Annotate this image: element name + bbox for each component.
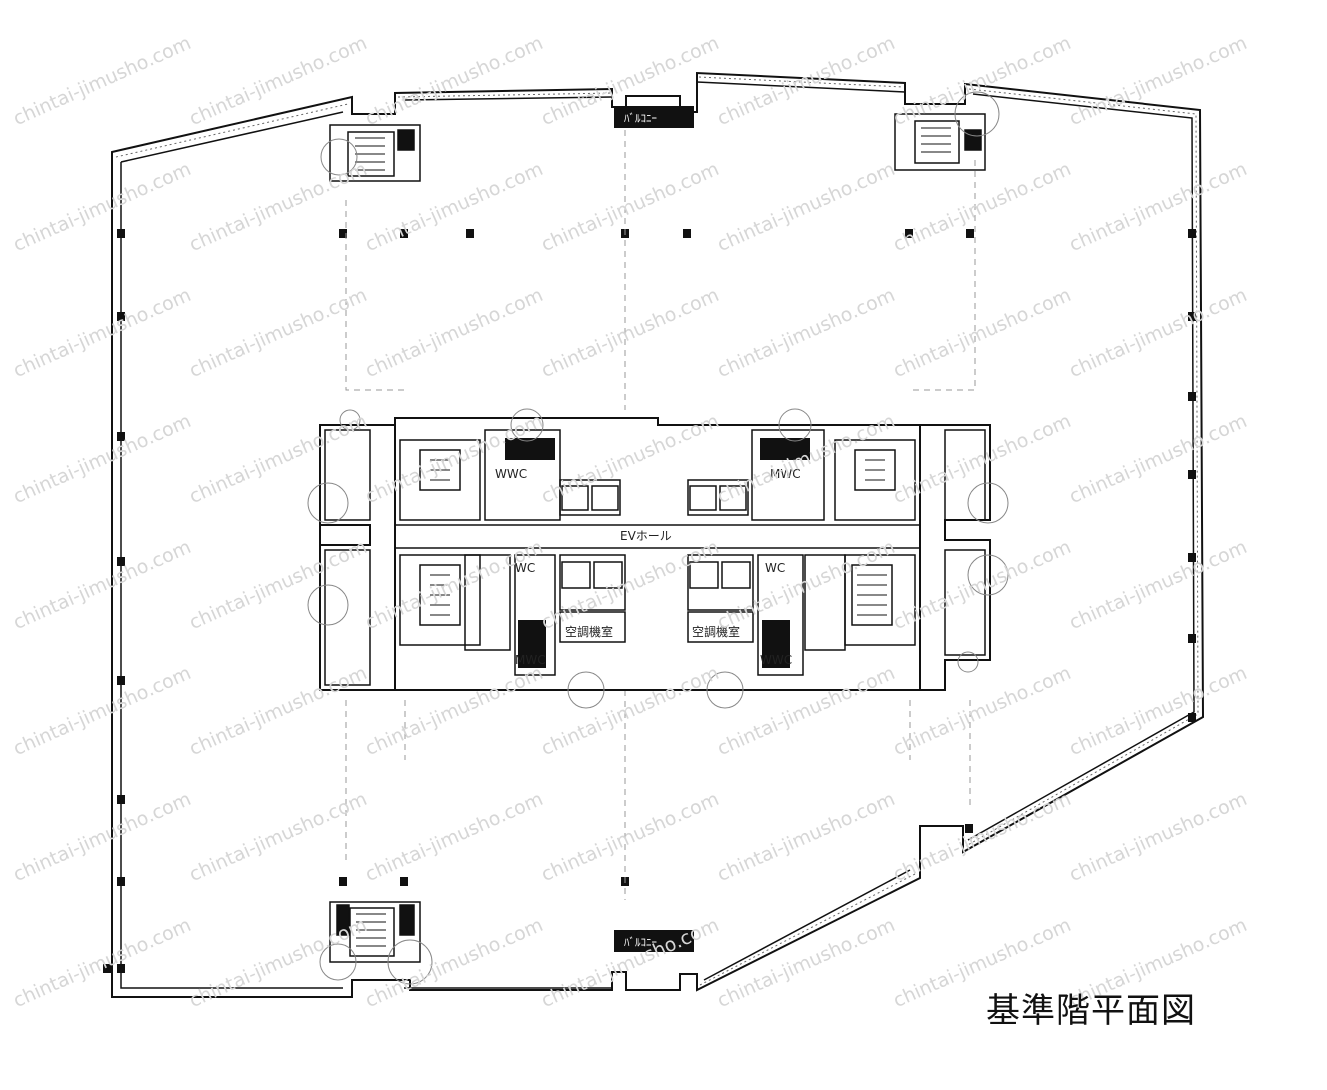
- lower-core-rooms: [324, 549, 986, 686]
- wc-fixtures-upper-left: [505, 438, 555, 460]
- wc-fixtures-upper-right: [760, 438, 810, 460]
- wc-label-lower-right: WC: [765, 561, 785, 575]
- curtain-wall-hatch: [115, 76, 1199, 986]
- ev-hall-label: EVホール: [620, 529, 672, 543]
- ev-hall-corridor: [395, 524, 920, 549]
- mwc-label-upper: MWC: [770, 467, 801, 481]
- center-shafts: [614, 106, 694, 952]
- wc-fixtures-lower-right: [762, 620, 790, 668]
- wwc-label-lower: WWC: [760, 653, 792, 667]
- plant-room-label-left: 空調機室: [565, 624, 613, 639]
- outer-wall: [111, 71, 1205, 998]
- door-swings: [307, 408, 1009, 709]
- stair-core-upper-left: [320, 124, 421, 182]
- stair-core-lower-left: [319, 901, 433, 985]
- structural-columns: [103, 229, 1196, 973]
- stair-core-upper-right: [894, 91, 1000, 171]
- division-lines: [345, 130, 976, 900]
- bottom-shaft-label: ﾊﾞﾙｺﾆｰ: [624, 936, 657, 949]
- mwc-label-lower: MWC: [515, 653, 546, 667]
- plan-title: 基準階平面図: [986, 991, 1196, 1031]
- top-shaft-label: ﾊﾞﾙｺﾆｰ: [624, 112, 657, 125]
- wc-fixtures-lower-left: [518, 620, 546, 668]
- wc-label-lower-left: WC: [515, 561, 535, 575]
- upper-core-rooms: [324, 429, 986, 521]
- wwc-label-upper: WWC: [495, 467, 527, 481]
- plant-room-label-right: 空調機室: [692, 624, 740, 639]
